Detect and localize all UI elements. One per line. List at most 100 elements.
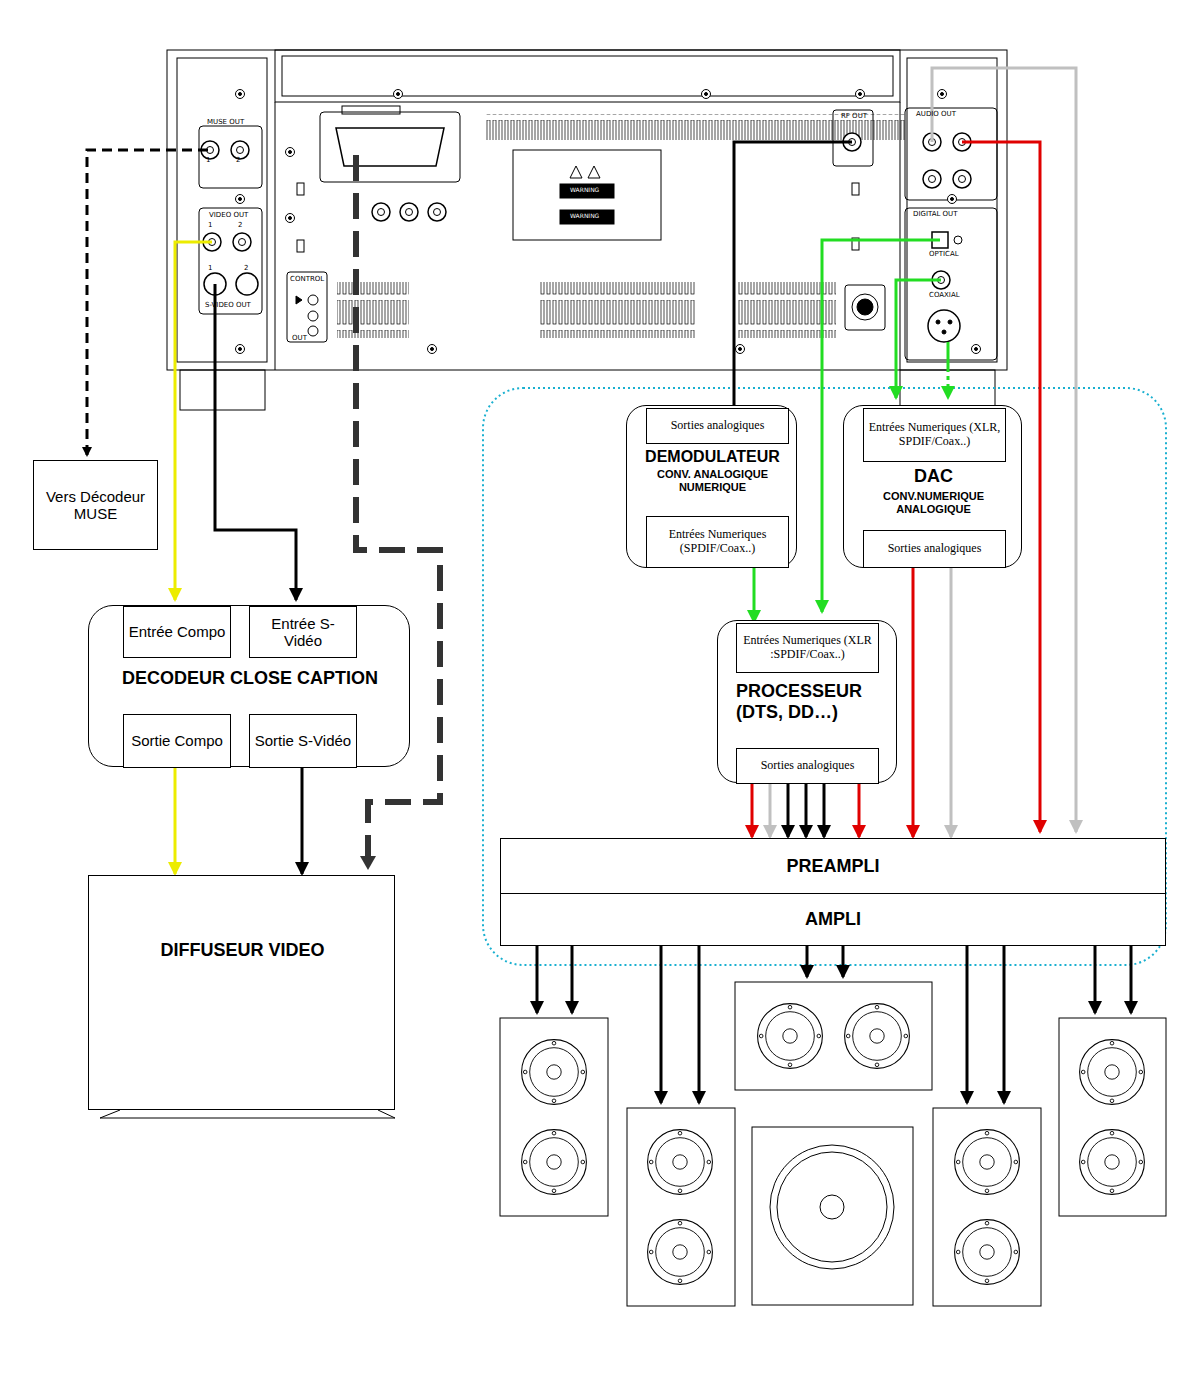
speaker-wire xyxy=(806,946,809,977)
panel-label: 1 xyxy=(208,222,212,229)
device-back-panel xyxy=(948,320,952,324)
speaker xyxy=(820,1195,844,1219)
signal-connector xyxy=(950,568,953,837)
video-out-panel xyxy=(199,208,262,314)
node-text: DAC xyxy=(844,466,1023,487)
screw xyxy=(236,345,245,354)
preamp-band: PREAMPLI xyxy=(500,838,1166,894)
demodulator-box: DEMODULATEURCONV. ANALOGIQUE NUMERIQUESo… xyxy=(626,405,797,568)
speaker xyxy=(1080,1040,1145,1105)
vent-slots xyxy=(485,114,905,140)
rf-wire xyxy=(734,142,852,405)
speaker xyxy=(522,1040,587,1105)
speaker-box xyxy=(735,982,932,1090)
panel-label: 2 xyxy=(236,157,240,164)
side-panel xyxy=(907,58,997,362)
screw xyxy=(954,236,962,244)
speaker xyxy=(648,1220,713,1285)
screw xyxy=(856,90,865,99)
svideo-wire xyxy=(215,284,296,600)
signal-connector xyxy=(753,568,756,622)
rca-jack xyxy=(400,203,418,221)
decoder-box: DECODEUR CLOSE CAPTIONEntrée CompoEntrée… xyxy=(88,605,410,767)
muse-wire xyxy=(87,150,208,455)
switch xyxy=(297,183,304,195)
warning-plate xyxy=(513,150,661,240)
output-box: Sorties analogiques xyxy=(736,748,879,784)
device-foot xyxy=(180,370,265,410)
svideo-jack xyxy=(236,273,258,295)
panel-label: OPTICAL xyxy=(929,251,959,258)
rca-jack xyxy=(953,170,971,188)
device-back-panel xyxy=(942,330,946,334)
control-jack xyxy=(308,295,318,305)
rca-jack xyxy=(372,203,390,221)
panel-label: 1 xyxy=(208,265,212,272)
input-box: Entrée Compo xyxy=(123,606,231,658)
audio-out-panel xyxy=(905,108,997,200)
speaker-wire xyxy=(842,946,845,977)
screw xyxy=(702,90,711,99)
speaker-wire xyxy=(966,946,969,1103)
power-socket xyxy=(845,285,885,330)
target-box: Vers Décodeur MUSE xyxy=(33,460,158,550)
rca-jack xyxy=(233,233,251,251)
warning-label xyxy=(560,184,614,198)
speaker xyxy=(955,1130,1020,1195)
speaker xyxy=(1080,1130,1145,1195)
play-symbol xyxy=(296,296,302,304)
panel-label: 2 xyxy=(244,265,248,272)
node-text: CONV.NUMERIQUE ANALOGIQUE xyxy=(854,490,1013,515)
audio-chain-region xyxy=(483,388,1166,965)
speaker xyxy=(522,1130,587,1195)
node-text: DEMODULATEUR xyxy=(627,448,798,466)
screw xyxy=(428,345,437,354)
rf-out-panel xyxy=(833,110,873,166)
input-box: Entrée S-Vidéo xyxy=(249,606,357,658)
screw xyxy=(394,90,403,99)
node-text: Vers Décodeur MUSE xyxy=(34,488,157,523)
video-stand xyxy=(100,1110,395,1118)
output-box: Sorties analogiques xyxy=(646,408,789,444)
screw xyxy=(948,195,957,204)
node-text: DIFFUSEUR VIDEO xyxy=(89,940,396,961)
device-back-panel xyxy=(852,294,878,320)
screw xyxy=(286,214,295,223)
node-text: Sortie Compo xyxy=(127,732,227,749)
node-text: Entrées Numeriques (XLR, SPDIF/Coax..) xyxy=(864,421,1005,449)
warning-label xyxy=(560,210,614,224)
panel-label: MUSE OUT xyxy=(207,119,244,126)
panel-label: AUDIO OUT xyxy=(916,111,956,118)
output-box: Sortie S-Vidéo xyxy=(249,714,357,768)
scart-panel xyxy=(320,112,460,182)
input-box: Entrées Numeriques (XLR :SPDIF/Coax..) xyxy=(736,623,879,673)
speaker-wire xyxy=(571,946,574,1013)
amp-band: AMPLI xyxy=(500,893,1166,946)
speaker-box xyxy=(627,1108,735,1306)
signal-connector xyxy=(858,784,861,837)
panel-edge xyxy=(275,102,276,370)
device-back-panel xyxy=(936,320,940,324)
speaker-wire xyxy=(1003,946,1006,1103)
speaker-wire xyxy=(1094,946,1097,1013)
screw xyxy=(972,345,981,354)
signal-connector xyxy=(805,784,808,837)
node-text: Entrée Compo xyxy=(125,623,230,640)
device-back-panel xyxy=(857,299,873,315)
panel-label: RF OUT xyxy=(841,113,867,120)
speaker xyxy=(845,1004,910,1069)
speaker-wire xyxy=(537,946,1131,1103)
node-text: PREAMPLI xyxy=(782,856,883,877)
processor-box: PROCESSEUR (DTS, DD…)Entrées Numeriques … xyxy=(717,620,897,783)
node-text: Sorties analogiques xyxy=(757,759,859,773)
panel-label: WARNING xyxy=(570,213,599,219)
xlr-wire xyxy=(947,376,950,398)
device-housing xyxy=(167,50,1007,370)
rca-jack xyxy=(428,203,446,221)
vent-slots xyxy=(337,282,409,338)
speaker xyxy=(648,1130,713,1195)
output-box: Sortie Compo xyxy=(123,714,231,768)
speaker-box xyxy=(500,1018,608,1216)
screw xyxy=(736,345,745,354)
panel-label: 2 xyxy=(238,222,242,229)
